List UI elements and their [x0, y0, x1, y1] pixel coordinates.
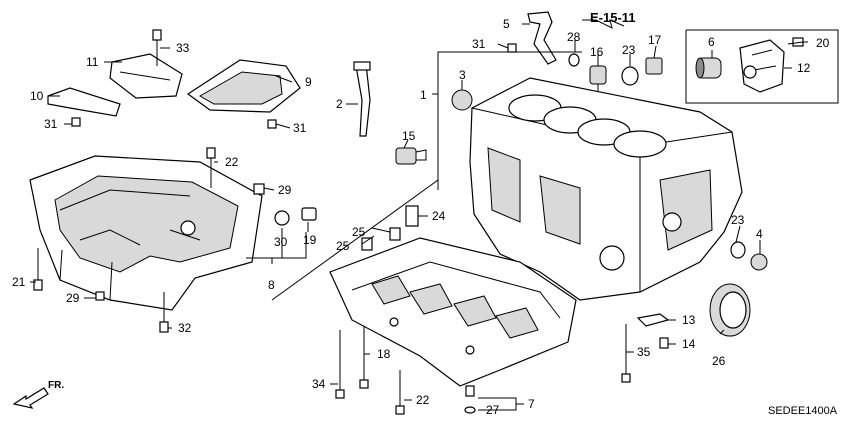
part-5-pipe: [527, 11, 557, 65]
diagram-code: SEDEE1400A: [768, 405, 838, 417]
callout-30: 30: [274, 235, 288, 249]
callout-7: 7: [528, 397, 535, 411]
part-28-washer: [568, 53, 580, 67]
lower-block: [329, 237, 577, 387]
part-23-oring-top: [621, 66, 639, 86]
callout-18: 18: [377, 347, 391, 361]
callout-2: 2: [336, 97, 343, 111]
callout-25a: 25: [352, 225, 366, 239]
callout-26: 26: [712, 354, 726, 368]
callout-15: 15: [402, 129, 416, 143]
callout-33: 33: [176, 41, 190, 55]
callout-19: 19: [303, 233, 317, 247]
callout-10: 10: [30, 89, 44, 103]
callout-13: 13: [682, 313, 696, 327]
part-4-plug: [750, 253, 768, 271]
callout-23a: 23: [622, 43, 636, 57]
callout-3: 3: [459, 68, 466, 82]
reference-label: E-15-11: [590, 10, 636, 25]
callout-5: 5: [503, 17, 510, 31]
part-14-bolt: [659, 337, 669, 349]
part-12-bracket: [739, 39, 785, 93]
callout-4: 4: [756, 227, 763, 241]
callout-29a: 29: [278, 183, 292, 197]
callout-1: 1: [420, 88, 427, 102]
part-16-sensor: [589, 65, 607, 92]
callout-23b: 23: [731, 213, 745, 227]
callout-31c: 31: [293, 121, 307, 135]
part-6-bushing: [695, 57, 722, 79]
callout-22b: 22: [416, 393, 430, 407]
part-2-dipstick-guide: [353, 61, 371, 137]
callout-28: 28: [567, 30, 581, 44]
callout-35: 35: [637, 345, 651, 359]
callout-11: 11: [86, 55, 99, 69]
part-26-oil-seal: [709, 283, 751, 337]
callout-34: 34: [312, 377, 326, 391]
callout-17: 17: [648, 33, 662, 47]
callout-16: 16: [590, 45, 604, 59]
callout-31b: 31: [44, 117, 58, 131]
callout-21: 21: [12, 275, 26, 289]
callout-14: 14: [682, 337, 696, 351]
callout-22a: 22: [225, 155, 239, 169]
callout-20: 20: [816, 36, 830, 50]
part-23-oring-right: [730, 241, 746, 259]
callout-6: 6: [708, 35, 715, 49]
baffle-plate-9: [186, 59, 301, 113]
direction-label: FR.: [48, 380, 64, 391]
part-3-plug: [451, 89, 473, 111]
baffle-plate-11: [109, 53, 183, 99]
cylinder-block: [469, 77, 743, 301]
leader-lines: [30, 19, 804, 411]
callout-8: 8: [268, 278, 275, 292]
part-17-plug: [645, 57, 663, 75]
callout-31a: 31: [472, 37, 486, 51]
callout-25b: 25: [336, 239, 350, 253]
oil-pan: [29, 155, 263, 311]
callout-24: 24: [432, 209, 446, 223]
part-15-sensor: [395, 147, 427, 165]
part-13-jet: [636, 313, 670, 327]
inset-frame: [685, 29, 839, 104]
callout-32: 32: [178, 321, 192, 335]
callout-12: 12: [797, 61, 811, 75]
callout-labels: 1 2 3 4 5 6 7 8 9 10 11 12 13 14 15 16 1…: [12, 17, 830, 417]
callout-29b: 29: [66, 291, 80, 305]
baffle-plate-10: [47, 87, 121, 117]
callout-9: 9: [305, 75, 312, 89]
callout-27: 27: [486, 403, 500, 417]
front-arrow-icon: [12, 387, 49, 409]
